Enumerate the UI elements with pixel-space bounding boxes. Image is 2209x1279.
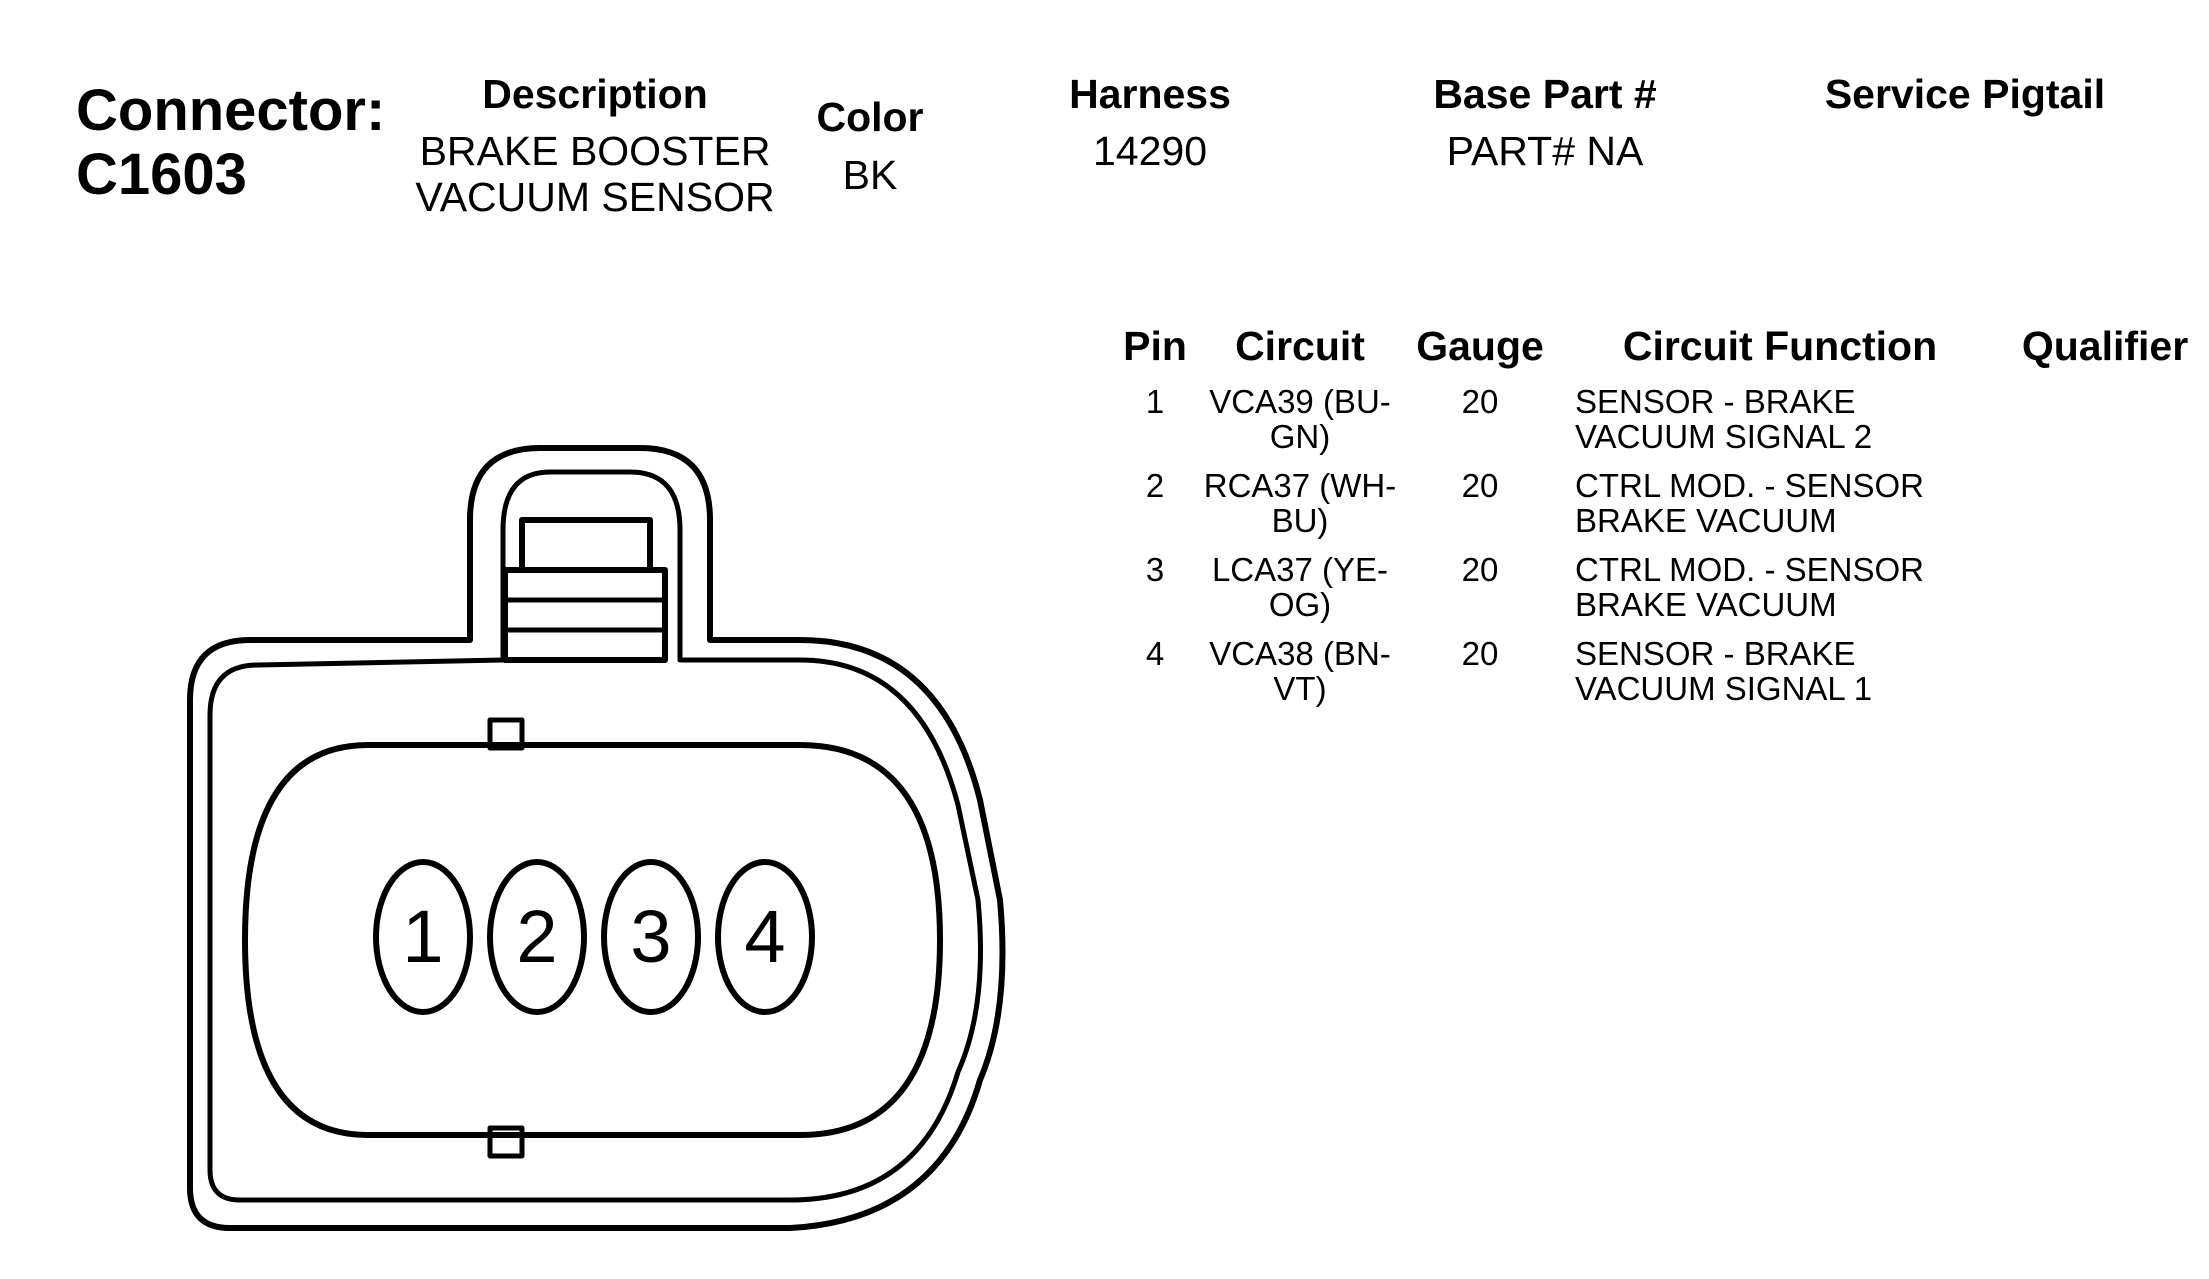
key-tab-bottom bbox=[487, 1125, 525, 1159]
circuit-cell: RCA37 (WH-BU) bbox=[1195, 468, 1405, 552]
description-value: BRAKE BOOSTER VACUUM SENSOR bbox=[395, 128, 795, 220]
function-line: BRAKE VACUUM bbox=[1575, 586, 1837, 623]
gauge-column-header: Gauge bbox=[1416, 323, 1544, 369]
circuit-column-header: Circuit bbox=[1235, 323, 1365, 369]
latch-body bbox=[502, 567, 668, 663]
function-line: BRAKE VACUUM bbox=[1575, 502, 1837, 539]
circuit-line: GN) bbox=[1269, 418, 1331, 455]
pin-number: 4 bbox=[1145, 635, 1165, 672]
pin-circle-1: 1 bbox=[373, 859, 473, 1015]
pin-ring bbox=[373, 859, 473, 1015]
base-part-value: PART# NA bbox=[1446, 128, 1644, 174]
pin-positions: 1 2 3 4 bbox=[373, 859, 815, 1015]
circuit-line: VCA38 (BN- bbox=[1209, 635, 1391, 672]
function-line: VACUUM SIGNAL 1 bbox=[1575, 670, 1873, 707]
pin-column-header: Pin bbox=[1123, 323, 1187, 369]
gauge-cell: 20 bbox=[1461, 635, 1499, 672]
pin-label: 1 bbox=[402, 895, 443, 978]
gauge-cell: 20 bbox=[1461, 383, 1499, 420]
function-line: SENSOR - BRAKE bbox=[1575, 635, 1856, 672]
pin-label: 3 bbox=[630, 895, 671, 978]
pin-number: 2 bbox=[1145, 467, 1165, 504]
harness-value: 14290 bbox=[1092, 128, 1207, 174]
pin-circle-4: 4 bbox=[715, 859, 815, 1015]
gauge-cell: 20 bbox=[1461, 467, 1499, 504]
connector-id: C1603 bbox=[76, 142, 247, 207]
color-header: Color bbox=[816, 94, 924, 140]
description-line-1: BRAKE BOOSTER bbox=[419, 128, 771, 174]
circuit-cell: VCA38 (BN-VT) bbox=[1195, 636, 1405, 720]
circuit-cell: VCA39 (BU-GN) bbox=[1195, 384, 1405, 468]
gauge-cell: 20 bbox=[1461, 551, 1499, 588]
pin-ring bbox=[601, 859, 701, 1015]
harness-header: Harness bbox=[1069, 71, 1231, 117]
connector-label: Connector: bbox=[76, 78, 386, 143]
service-pigtail-header: Service Pigtail bbox=[1824, 71, 2106, 117]
pin-circle-3: 3 bbox=[601, 859, 701, 1015]
qualifier-column-header: Qualifier bbox=[2021, 323, 2189, 369]
circuit-line: RCA37 (WH- bbox=[1203, 467, 1397, 504]
circuit-line: VCA39 (BU- bbox=[1209, 383, 1391, 420]
pin-ring bbox=[715, 859, 815, 1015]
pin-ring bbox=[487, 859, 587, 1015]
housing-inner-outline bbox=[207, 469, 983, 1203]
circuit-function-column-header: Circuit Function bbox=[1622, 323, 1938, 369]
pin-number: 1 bbox=[1145, 383, 1165, 420]
circuit-cell: LCA37 (YE-OG) bbox=[1195, 552, 1405, 636]
pin-circle-2: 2 bbox=[487, 859, 587, 1015]
latch-top bbox=[519, 517, 653, 573]
pin-number: 3 bbox=[1145, 551, 1165, 588]
function-line: VACUUM SIGNAL 2 bbox=[1575, 418, 1873, 455]
pin-label: 2 bbox=[516, 895, 557, 978]
pin-label: 4 bbox=[744, 895, 785, 978]
pin-table-header-row: Pin Circuit Gauge Circuit Function Quali… bbox=[1115, 322, 2205, 384]
description-line-2: VACUUM SENSOR bbox=[415, 174, 775, 220]
circuit-line: VT) bbox=[1273, 670, 1327, 707]
color-value: BK bbox=[842, 152, 898, 198]
function-line: CTRL MOD. - SENSOR bbox=[1575, 551, 1924, 588]
description-header: Description bbox=[482, 71, 708, 117]
circuit-line: OG) bbox=[1268, 586, 1332, 623]
base-part-header: Base Part # bbox=[1433, 71, 1657, 117]
pin-cavity bbox=[242, 742, 943, 1138]
function-line: CTRL MOD. - SENSOR bbox=[1575, 467, 1924, 504]
function-line: SENSOR - BRAKE bbox=[1575, 383, 1856, 420]
housing-outer-outline bbox=[187, 445, 1006, 1231]
pin-table: Pin Circuit Gauge Circuit Function Quali… bbox=[1115, 322, 2205, 720]
circuit-line: LCA37 (YE- bbox=[1211, 551, 1389, 588]
circuit-line: BU) bbox=[1271, 502, 1329, 539]
